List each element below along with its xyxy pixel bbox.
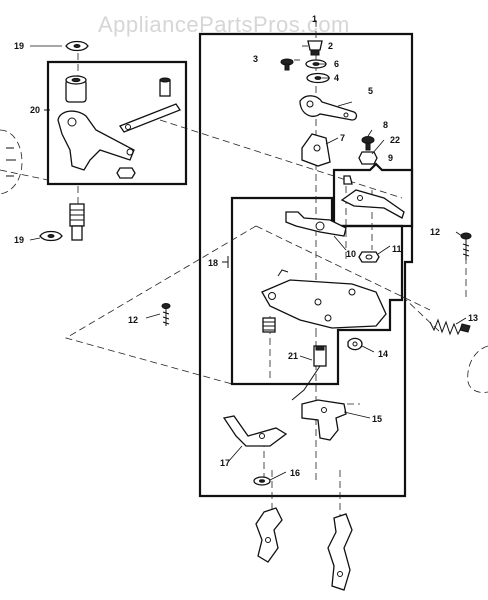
part-17-arm[interactable] [222, 415, 288, 447]
part-20-nut[interactable] [116, 167, 136, 179]
part-8-screw[interactable] [361, 136, 375, 151]
part-19-clip-bottom[interactable] [39, 230, 63, 242]
lower-linkage-right [327, 513, 353, 591]
part-20-pin[interactable] [159, 77, 171, 97]
lower-linkage-left [255, 507, 283, 563]
part-16-washer[interactable] [253, 476, 271, 486]
callout-5: 5 [368, 86, 373, 96]
left-edge-linkage [0, 129, 23, 195]
callout-8: 8 [383, 120, 388, 130]
callout-12-left: 12 [128, 315, 138, 325]
callout-15: 15 [372, 414, 382, 424]
callout-22: 22 [390, 135, 400, 145]
threaded-shaft-left[interactable] [69, 203, 85, 241]
part-19-clip-top[interactable] [65, 40, 89, 52]
callout-16: 16 [290, 468, 300, 478]
callout-1: 1 [312, 14, 317, 24]
part-22-nut[interactable] [358, 151, 378, 165]
part-11-nut[interactable] [358, 251, 380, 263]
callout-13: 13 [468, 313, 478, 323]
callout-labels: 1 2 3 6 4 5 7 8 22 9 10 11 12 18 12 13 1… [14, 14, 478, 478]
part-20-arm-plate[interactable] [57, 110, 135, 171]
group-bracket-ticks [44, 109, 229, 268]
part-20-bushing[interactable] [65, 75, 87, 103]
callout-2: 2 [328, 41, 333, 51]
callout-3: 3 [253, 54, 258, 64]
callout-10: 10 [346, 249, 356, 259]
callout-21: 21 [288, 351, 298, 361]
callout-14: 14 [378, 349, 388, 359]
callout-11: 11 [392, 244, 402, 254]
part-10-plate[interactable] [285, 211, 347, 237]
watermark-text: AppliancePartsPros.com [98, 12, 350, 37]
part-15-bracket[interactable] [301, 399, 347, 441]
callout-17: 17 [220, 458, 230, 468]
threaded-post[interactable] [262, 317, 276, 333]
part-12-screw-right[interactable] [460, 232, 472, 260]
callout-9: 9 [388, 153, 393, 163]
callout-19-top: 19 [14, 41, 24, 51]
part-4-washer[interactable] [306, 72, 330, 84]
part-18-base-plate[interactable] [261, 269, 387, 329]
main-assembly-outline [198, 32, 414, 498]
callout-6: 6 [334, 59, 339, 69]
part-2-cap-screw[interactable] [307, 40, 323, 56]
callout-18: 18 [208, 258, 218, 268]
part-12-screw-left[interactable] [161, 303, 171, 327]
sub-assembly-18-outline [230, 196, 404, 386]
part-7-block[interactable] [301, 133, 331, 167]
part-13-spring[interactable] [429, 318, 471, 336]
callout-leaders [29, 45, 467, 481]
part-14-clip[interactable] [347, 337, 363, 351]
part-5-lever[interactable] [299, 95, 358, 121]
part-9-lever[interactable] [340, 175, 405, 219]
sub-assembly-9-outline [332, 162, 414, 228]
part-20-link-bar[interactable] [119, 103, 181, 133]
part-3-screw[interactable] [280, 58, 294, 71]
part-21-pin[interactable] [291, 345, 327, 401]
callout-4: 4 [334, 73, 339, 83]
callout-20: 20 [30, 105, 40, 115]
callout-19-bottom: 19 [14, 235, 24, 245]
sub-assembly-20-outline [46, 60, 188, 186]
callout-12-right: 12 [430, 227, 440, 237]
callout-7: 7 [340, 133, 345, 143]
right-edge-linkage [467, 345, 488, 393]
